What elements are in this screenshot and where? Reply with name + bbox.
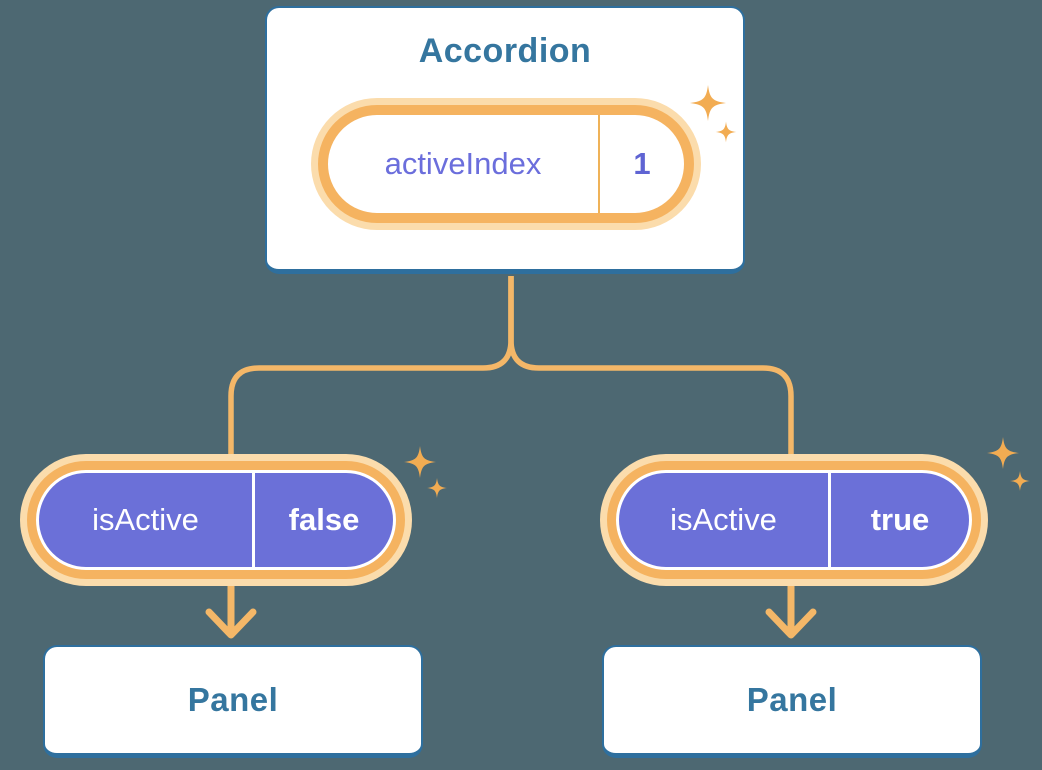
state-pill-value: 1 (598, 115, 684, 213)
state-pill: activeIndex 1 (311, 98, 701, 230)
state-pill-ring: activeIndex 1 (318, 105, 694, 223)
arrow-down-icon-left (205, 580, 257, 639)
prop-pill-right-ring: isActive true (607, 461, 981, 579)
panel-card-left: Panel (43, 645, 423, 758)
prop-pill-left-value: false (252, 473, 393, 567)
prop-pill-left: isActive false (20, 454, 412, 586)
state-pill-label: activeIndex (384, 146, 542, 181)
prop-pill-right-value: true (828, 473, 969, 567)
prop-pill-right-body: isActive true (619, 473, 969, 567)
panel-card-right: Panel (602, 645, 982, 758)
panel-left-title: Panel (187, 681, 279, 718)
prop-pill-right-label: isActive (670, 502, 777, 537)
connector-left-branch (228, 276, 514, 454)
panel-right-title: Panel (746, 681, 838, 718)
sparkle-small-icon (1010, 471, 1030, 491)
prop-pill-left-ring: isActive false (27, 461, 405, 579)
connector-right-branch (508, 276, 794, 454)
prop-pill-left-body: isActive false (39, 473, 393, 567)
prop-pill-right: isActive true (600, 454, 988, 586)
accordion-title: Accordion (418, 32, 592, 70)
sparkle-icon-right (987, 437, 1030, 491)
tree-connector (228, 276, 794, 454)
arrow-down-icon-right (765, 580, 817, 639)
sparkle-large-icon (404, 446, 436, 478)
prop-pill-left-label: isActive (92, 502, 199, 537)
state-pill-body: activeIndex 1 (328, 115, 684, 213)
sparkle-icon-left (404, 446, 447, 498)
sparkle-large-icon (987, 437, 1019, 469)
sparkle-small-icon (427, 478, 447, 498)
